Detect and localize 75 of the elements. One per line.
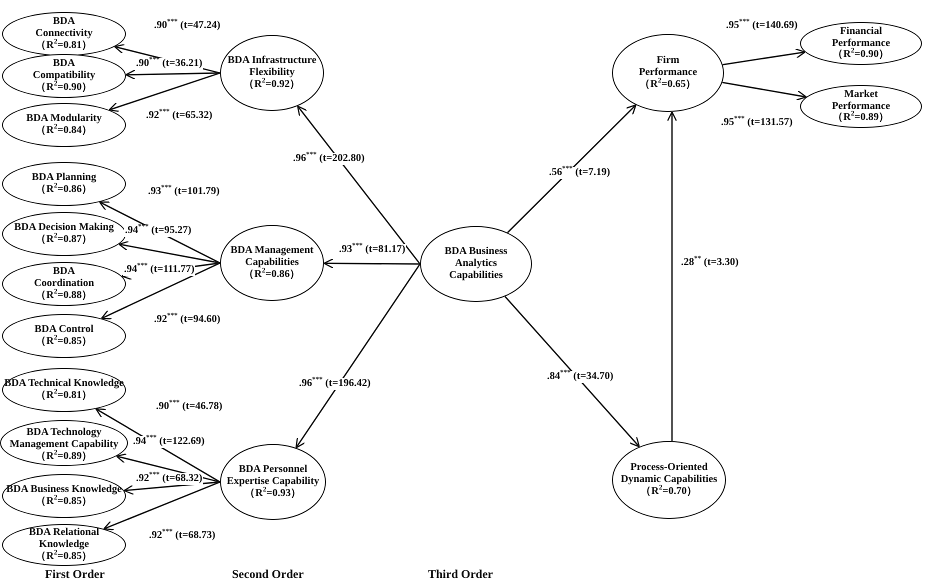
column-heading: Third Order — [428, 567, 493, 582]
path-arrow — [666, 111, 678, 441]
edge-label: .92$^{***}$ (t=68.32) — [135, 473, 204, 485]
edge-label: .92$^{***}$ (t=94.60) — [153, 314, 222, 326]
column-heading: Second Order — [232, 567, 304, 582]
construct-name: BDA Control — [34, 324, 94, 336]
edge-label: .84$^{***}$ (t=34.70) — [546, 371, 614, 383]
path-arrow — [100, 262, 220, 320]
construct-ellipse — [2, 212, 126, 256]
r-squared-value: （R$^{2}$=0.89） — [35, 450, 93, 462]
edge-label: .93$^{***}$ (t=101.79) — [147, 186, 221, 198]
r-squared-value: （R$^{2}$=0.70） — [640, 486, 698, 498]
edge-label: .93$^{***}$ (t=81.17) — [338, 244, 406, 256]
edge-label: .96$^{***}$ (t=196.42) — [298, 378, 372, 390]
edge-label: .90$^{***}$ (t=46.78) — [155, 401, 224, 413]
edge-label: .92$^{***}$ (t=65.32) — [145, 110, 214, 122]
construct-name: BDA Personnel Expertise Capability — [226, 464, 320, 488]
r-squared-value: （R$^{2}$=0.90） — [832, 49, 890, 62]
edge-label: .95$^{***}$ (t=140.69) — [725, 20, 799, 32]
path-arrow — [297, 105, 421, 264]
construct-name: BDA Business Analytics Capabilities — [444, 246, 508, 282]
construct-name: BDA Connectivity — [34, 16, 94, 40]
construct-ellipse — [800, 85, 922, 128]
edge-label: .94$^{***}$ (t=122.69) — [132, 436, 206, 448]
construct-name: BDA Management Capabilities — [229, 245, 315, 268]
path-arrow — [295, 264, 421, 448]
r-squared-value: （R$^{2}$=0.85） — [35, 550, 93, 563]
construct-name: BDA Technology Management Capability — [10, 427, 118, 450]
edge-label: .56$^{***}$ (t=7.19) — [548, 167, 612, 179]
construct-name: Firm Performance — [638, 55, 698, 78]
r-squared-value: （R$^{2}$=0.87） — [35, 234, 93, 246]
path-arrow — [722, 82, 807, 101]
r-squared-value: （R$^{2}$=0.84） — [35, 125, 93, 137]
construct-name: BDA Infrastructure Flexibility — [227, 55, 317, 78]
r-squared-value: （R$^{2}$=0.86） — [35, 184, 93, 196]
path-arrow — [125, 70, 220, 80]
r-squared-value: （R$^{2}$=0.93） — [244, 488, 302, 500]
r-squared-value: （R$^{2}$=0.92） — [243, 78, 301, 91]
r-squared-value: （R$^{2}$=0.90） — [35, 82, 93, 94]
path-arrow — [123, 481, 220, 495]
path-arrow — [323, 258, 420, 269]
construct-name: Process-Oriented Dynamic Capabilities — [620, 462, 718, 486]
construct-ellipse — [800, 22, 922, 65]
r-squared-value: （R$^{2}$=0.89） — [832, 112, 890, 124]
edge-label: .96$^{***}$ (t=202.80) — [292, 153, 366, 165]
r-squared-value: （R$^{2}$=0.85） — [35, 336, 93, 348]
path-arrow — [504, 296, 640, 448]
path-arrow — [722, 48, 806, 66]
r-squared-value: （R$^{2}$=0.65） — [639, 78, 697, 91]
edge-label: .90$^{***}$ (t=47.24) — [153, 20, 222, 32]
path-arrow — [118, 240, 220, 264]
construct-name: BDA Modularity — [26, 113, 102, 124]
construct-name: BDA Decision Making — [14, 222, 114, 234]
construct-name: Financial Performance — [830, 26, 892, 49]
edge-label: .94$^{***}$ (t=111.77) — [123, 264, 196, 276]
construct-name: BDA Coordination — [32, 266, 96, 290]
edge-label: .92$^{***}$ (t=68.73) — [148, 530, 216, 542]
r-squared-value: （R$^{2}$=0.81） — [35, 40, 93, 52]
construct-name: BDA Planning — [32, 172, 96, 184]
edge-label: .28$^{**}$ (t=3.30) — [680, 257, 740, 269]
path-arrow — [108, 72, 220, 112]
edge-label: .95$^{***}$ (t=131.57) — [720, 117, 794, 129]
construct-name: Market Performance — [830, 88, 892, 112]
construct-name: BDA Technical Knowledge — [4, 378, 124, 390]
r-squared-value: （R$^{2}$=0.81） — [35, 390, 93, 402]
path-arrow — [507, 104, 637, 234]
construct-ellipse — [0, 420, 128, 466]
column-heading: First Order — [45, 567, 105, 582]
r-squared-value: （R$^{2}$=0.86） — [243, 268, 301, 281]
r-squared-value: （R$^{2}$=0.85） — [35, 496, 93, 508]
construct-name: BDA Relational Knowledge — [28, 527, 100, 550]
construct-name: BDA Business Knowledge — [6, 484, 122, 496]
construct-name: BDA Compatibility — [32, 58, 96, 82]
r-squared-value: （R$^{2}$=0.88） — [35, 290, 93, 302]
path-arrow — [103, 481, 220, 530]
